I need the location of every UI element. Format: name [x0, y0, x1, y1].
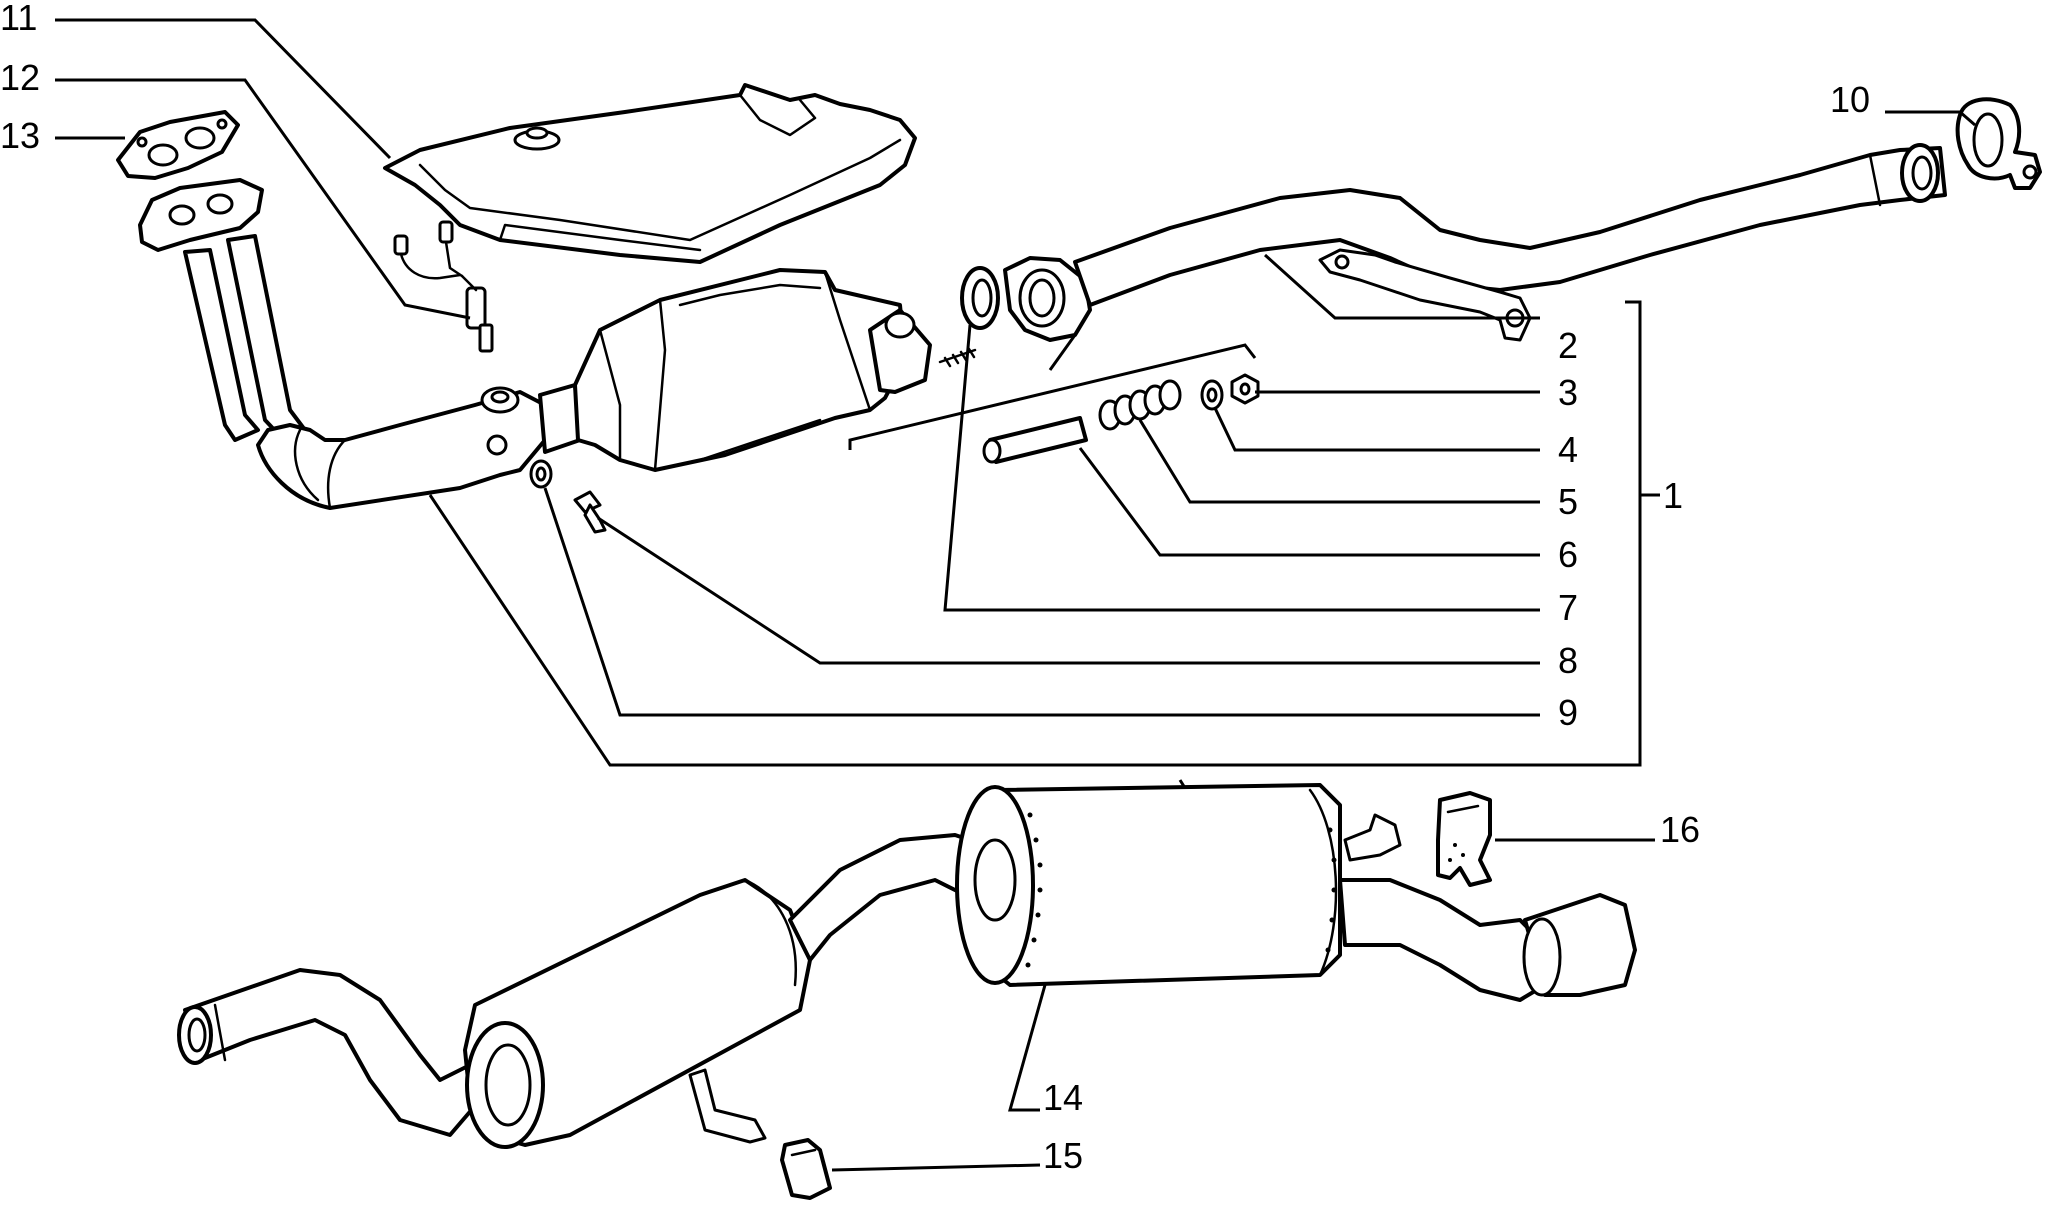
- callout-3: 3: [1558, 372, 1578, 413]
- callout-8: 8: [1558, 640, 1578, 681]
- callout-13: 13: [0, 115, 40, 156]
- callout-1: 1: [1663, 475, 1683, 516]
- callout-15: 15: [1043, 1135, 1083, 1176]
- pipe-clamp: [1955, 97, 2042, 190]
- manifold-gasket: [116, 110, 240, 180]
- flange-fasteners: [529, 459, 607, 534]
- leader-lines: [55, 18, 1976, 1172]
- callout-12: 12: [0, 57, 40, 98]
- callout-2: 2: [1558, 325, 1578, 366]
- heat-shield: [383, 83, 917, 264]
- callout-4: 4: [1558, 429, 1578, 470]
- callout-labels: 11 12 13 10 2 3 4 5 6 7 8 9 1 16 14 15: [0, 0, 1870, 1176]
- callout-16: 16: [1660, 809, 1700, 850]
- callout-9: 9: [1558, 692, 1578, 733]
- rubber-hanger-mount: [1436, 791, 1492, 887]
- catalytic-converter: [573, 268, 977, 472]
- callout-6: 6: [1558, 534, 1578, 575]
- callout-5: 5: [1558, 481, 1578, 522]
- callout-7: 7: [1558, 587, 1578, 628]
- lambda-sensor: [393, 220, 494, 353]
- rear-silencer-assembly: [177, 783, 1637, 1149]
- front-exhaust-pipe: [138, 178, 582, 510]
- callout-10: 10: [1830, 79, 1870, 120]
- spring-bolt-kit: [982, 373, 1260, 464]
- rubber-block: [780, 1138, 832, 1200]
- sealing-ring: [960, 266, 1000, 330]
- callout-11: 11: [0, 0, 37, 38]
- callout-14: 14: [1043, 1077, 1083, 1118]
- intermediate-pipe: [1003, 143, 1947, 342]
